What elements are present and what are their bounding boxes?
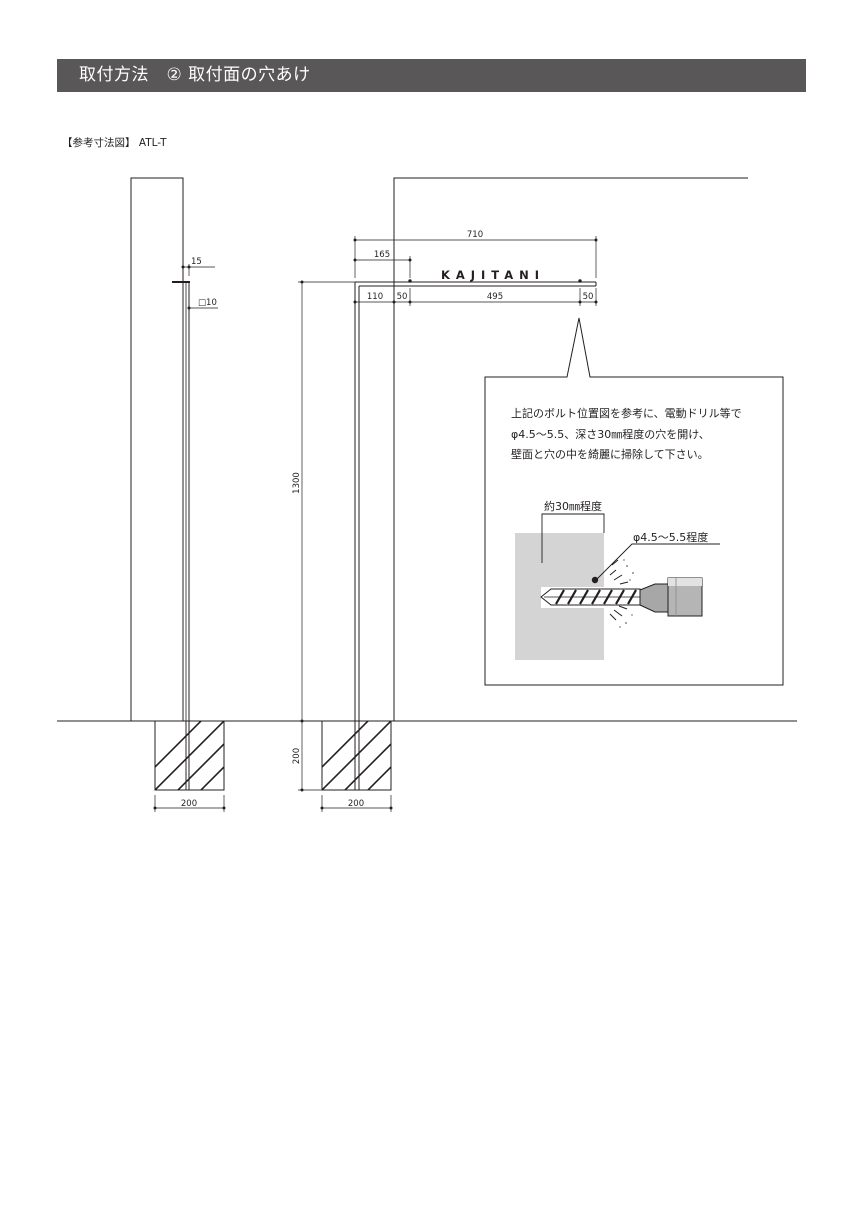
bolt-right [578, 279, 582, 283]
dim-depth: 200 [292, 748, 302, 764]
front-wall [393, 177, 748, 721]
dim-gap-left: 50 [397, 292, 408, 302]
side-dim-square: □10 [198, 298, 217, 308]
header-bar: 取付方法 ② 取付面の穴あけ [57, 59, 806, 92]
diameter-leader [595, 543, 720, 581]
dim-offset: 165 [374, 250, 390, 260]
instruction-line-2: φ4.5～5.5、深さ30㎜程度の穴を開け、 [511, 427, 710, 441]
diameter-dot [591, 576, 599, 584]
side-view: 15 □10 200 [130, 177, 226, 812]
depth-label: 約30㎜程度 [544, 499, 602, 513]
page-title: 取付方法 ② 取付面の穴あけ [79, 65, 311, 85]
side-dim-base: 200 [181, 799, 197, 809]
dim-height: 1300 [292, 472, 302, 494]
callout-box: 上記のボルト位置図を参考に、電動ドリル等で φ4.5～5.5、深さ30㎜程度の穴… [484, 317, 784, 686]
front-foundation [321, 720, 392, 791]
side-wall [130, 177, 184, 721]
bolt-left [408, 279, 412, 283]
instruction-line-1: 上記のボルト位置図を参考に、電動ドリル等で [511, 406, 742, 420]
diameter-label: φ4.5～5.5程度 [633, 530, 708, 544]
sign-text: KAJITANI [441, 268, 545, 282]
depth-bracket [541, 513, 605, 563]
debris-marks [609, 559, 629, 621]
side-dim-top: 15 [191, 257, 202, 267]
dim-left: 110 [367, 292, 383, 302]
diagram-subtitle: 【参考寸法図】 ATL-T [62, 137, 167, 149]
instruction-line-3: 壁面と穴の中を綺麗に掃除して下さい。 [511, 447, 709, 461]
dim-total-width: 710 [467, 230, 483, 240]
dim-center: 495 [487, 292, 503, 302]
front-view: KAJITANI 710 165 110 50 495 50 [292, 177, 748, 812]
front-dim-base: 200 [348, 799, 364, 809]
dim-gap-right: 50 [583, 292, 594, 302]
drill-bit [540, 588, 641, 606]
